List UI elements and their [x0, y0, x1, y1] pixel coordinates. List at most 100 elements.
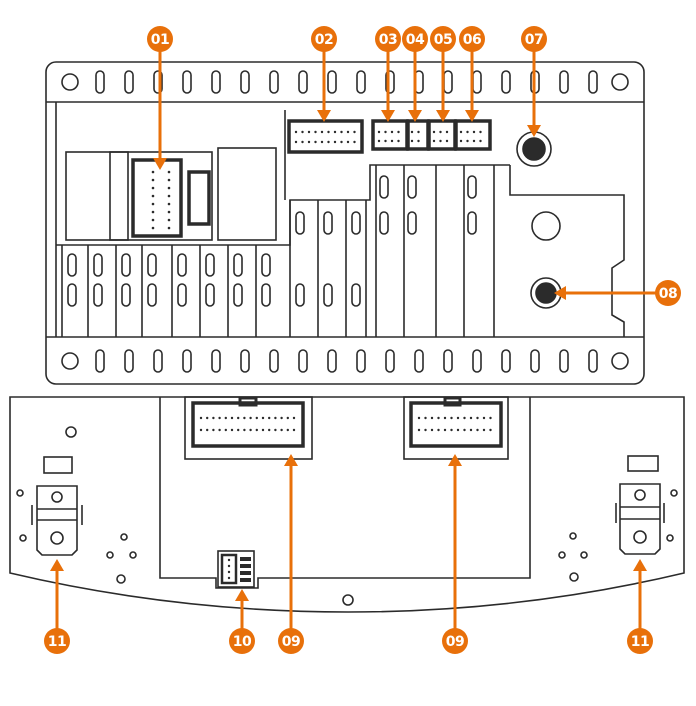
bracket-hole — [569, 572, 579, 582]
pin — [482, 416, 486, 420]
pin — [450, 416, 453, 420]
fin-slot — [233, 253, 243, 277]
pin — [206, 428, 209, 432]
pin — [237, 428, 240, 432]
pin — [397, 139, 400, 143]
arrowhead-11a — [50, 559, 64, 571]
callout-badge-07: 07 — [521, 26, 547, 52]
rail-slot — [298, 349, 308, 373]
arrowhead-04 — [408, 110, 422, 122]
rail-slot — [95, 70, 105, 94]
heatsink-fins — [61, 165, 495, 337]
pin — [301, 130, 304, 134]
pin — [261, 428, 265, 432]
connector-01-housing-left — [65, 151, 129, 241]
terminal — [240, 578, 251, 582]
callout-label: 10 — [233, 634, 252, 650]
pin — [384, 130, 387, 134]
callout-arrowheads — [50, 110, 647, 601]
pin — [255, 428, 258, 432]
connector-09-right-latch — [443, 396, 462, 407]
pin — [218, 416, 221, 420]
mount-hole-right — [531, 211, 561, 241]
pin — [476, 416, 479, 420]
pin — [294, 140, 298, 144]
bracket-hole — [558, 551, 566, 559]
pin — [227, 570, 231, 574]
pin — [151, 186, 155, 190]
pin — [417, 130, 420, 134]
pin — [346, 140, 350, 144]
rail-hole — [61, 73, 79, 91]
arrowhead-05 — [436, 110, 450, 122]
pin — [377, 139, 381, 143]
bracket-hole — [120, 533, 128, 541]
pin — [410, 139, 414, 143]
bracket-hole — [19, 534, 27, 542]
connector-10 — [217, 550, 255, 588]
fin-slot — [467, 211, 477, 235]
pin — [472, 139, 476, 143]
arrowhead-09a — [284, 454, 298, 466]
fin-slot — [407, 211, 417, 235]
pin — [249, 428, 252, 432]
rail-slot — [356, 70, 366, 94]
callout-badge-02: 02 — [311, 26, 337, 52]
antenna-jack-07-inner — [522, 137, 546, 161]
fin-slot — [379, 175, 389, 199]
fin-slot — [295, 211, 305, 235]
rail-slot — [153, 70, 163, 94]
rail-slot — [588, 70, 598, 94]
pin — [430, 428, 434, 432]
rail-slot — [559, 70, 569, 94]
connector-09-pins — [199, 416, 492, 432]
pin — [410, 130, 414, 134]
connectors-03-06-pins — [377, 130, 482, 143]
pin — [437, 428, 440, 432]
pin — [327, 140, 330, 144]
fin-slot — [121, 283, 131, 307]
pin — [456, 428, 460, 432]
pin — [417, 428, 421, 432]
fin-slot — [351, 211, 361, 235]
fin-slot — [233, 283, 243, 307]
pin — [307, 130, 311, 134]
fin-slot — [379, 211, 389, 235]
rail-slot — [240, 349, 250, 373]
pin — [227, 558, 231, 562]
fin-slot — [323, 211, 333, 235]
fin-slot — [147, 283, 157, 307]
pin — [274, 428, 277, 432]
pin — [432, 139, 436, 143]
pin — [212, 416, 215, 420]
pin — [286, 416, 289, 420]
rail-hole — [61, 352, 79, 370]
pin — [151, 202, 155, 206]
pin — [377, 130, 381, 134]
pin — [261, 416, 265, 420]
top-rail-slots — [61, 70, 629, 94]
rail-hole — [611, 352, 629, 370]
connector-10-body — [220, 553, 238, 585]
rail-slot — [211, 349, 221, 373]
rail-slot — [95, 349, 105, 373]
rail-slot — [443, 349, 453, 373]
callout-label: 09 — [446, 634, 464, 650]
mount-clip-left — [31, 485, 83, 556]
pin — [384, 139, 387, 143]
connector-09-right — [409, 401, 503, 448]
pin — [479, 139, 482, 143]
callout-badge-10: 10 — [229, 628, 255, 654]
connector-03 — [371, 119, 409, 151]
pin — [424, 416, 427, 420]
pin — [482, 428, 486, 432]
pin — [437, 416, 440, 420]
pin — [224, 428, 227, 432]
arrowhead-07 — [527, 125, 541, 137]
rail-slot — [124, 349, 134, 373]
arrowhead-06 — [465, 110, 479, 122]
pin — [218, 428, 221, 432]
pin — [294, 130, 298, 134]
pin — [151, 194, 155, 198]
